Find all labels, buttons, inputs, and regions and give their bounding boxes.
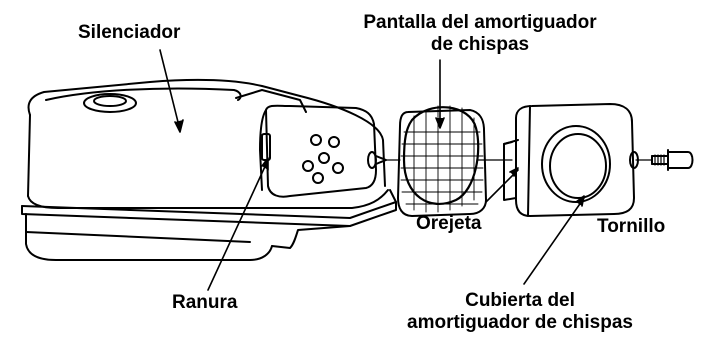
screw: [651, 149, 694, 171]
leader-slot: [207, 159, 269, 291]
label-cover: Cubierta del amortiguador de chispas: [380, 290, 660, 334]
label-cover-line1: Cubierta del: [465, 290, 575, 311]
spark-arrestor-cover: [503, 103, 639, 217]
label-cover-line2: amortiguador de chispas: [407, 312, 633, 333]
label-tab: Orejeta: [416, 213, 482, 234]
label-screen-line1: Pantalla del amortiguador: [363, 12, 597, 33]
label-muffler: Silenciador: [78, 22, 181, 43]
label-screw: Tornillo: [597, 216, 666, 237]
label-screen-line2: de chispas: [430, 34, 530, 55]
leader-muffler: [159, 49, 181, 131]
leader-tab: [485, 169, 519, 203]
muffler-body: [21, 78, 397, 261]
spark-arrestor-screen: [397, 105, 487, 217]
label-screen: Pantalla del amortiguador de chispas: [340, 12, 620, 56]
leader-lines: [159, 49, 585, 291]
label-slot: Ranura: [172, 292, 238, 313]
leader-cover: [523, 197, 585, 285]
